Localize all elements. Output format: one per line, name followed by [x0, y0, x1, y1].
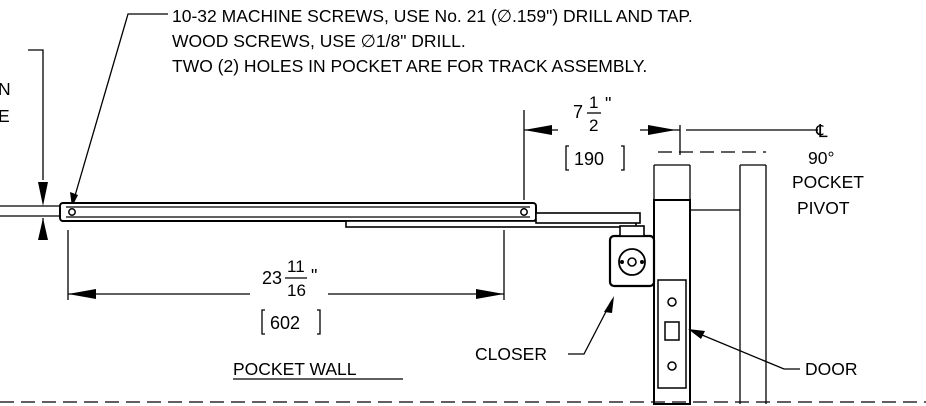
left-cutoff-text-2: E — [0, 106, 10, 126]
track-arm — [59, 202, 537, 222]
closer-leader — [568, 299, 613, 355]
offset-dim-whole: 7 — [573, 102, 583, 122]
closer-arm — [345, 212, 641, 228]
door-hardware — [657, 279, 687, 389]
arm-screw-right — [520, 208, 528, 216]
pocket-wall-label: POCKET WALL — [233, 359, 357, 379]
length-dim-denominator: 16 — [287, 281, 306, 300]
note-wood-screws: WOOD SCREWS, USE ∅1/8" DRILL. — [172, 31, 466, 51]
length-dimension: 23 11 16 " 602 — [67, 230, 505, 335]
door-label: DOOR — [805, 359, 858, 379]
pivot-centerline: ℄ 90° POCKET PIVOT — [679, 121, 864, 218]
offset-dim-metric: 190 — [574, 149, 604, 169]
arm-screw-left — [68, 208, 76, 216]
length-dim-unit: " — [311, 266, 317, 286]
length-dim-whole: 23 — [262, 268, 282, 288]
installation-notes: 10-32 MACHINE SCREWS, USE No. 21 (∅.159"… — [172, 6, 693, 76]
door-leader — [689, 329, 800, 370]
note-machine-screws: 10-32 MACHINE SCREWS, USE No. 21 (∅.159"… — [172, 6, 693, 26]
closer-leader-arrowhead — [604, 296, 614, 313]
vertical-thickness-dimension — [0, 49, 60, 240]
length-dim-numerator: 11 — [287, 257, 305, 276]
closer-unit — [608, 225, 656, 288]
offset-dim-unit: " — [605, 94, 611, 114]
offset-dim-numerator: 1 — [589, 93, 598, 112]
closer-label: CLOSER — [475, 344, 547, 364]
door-leader-arrowhead — [688, 329, 705, 339]
pivot-label-pivot: PIVOT — [797, 198, 850, 218]
centerline-symbol: ℄ — [815, 121, 828, 141]
note-track-holes: TWO (2) HOLES IN POCKET ARE FOR TRACK AS… — [172, 56, 647, 76]
left-cutoff-text-1: N — [0, 79, 11, 99]
length-dim-metric: 602 — [270, 313, 300, 333]
pivot-angle: 90° — [808, 148, 834, 168]
note-leader-line — [71, 13, 168, 207]
pivot-label-pocket: POCKET — [792, 172, 864, 192]
offset-dimension: 7 1 2 " 190 — [523, 93, 680, 200]
offset-dim-denominator: 2 — [589, 116, 598, 135]
